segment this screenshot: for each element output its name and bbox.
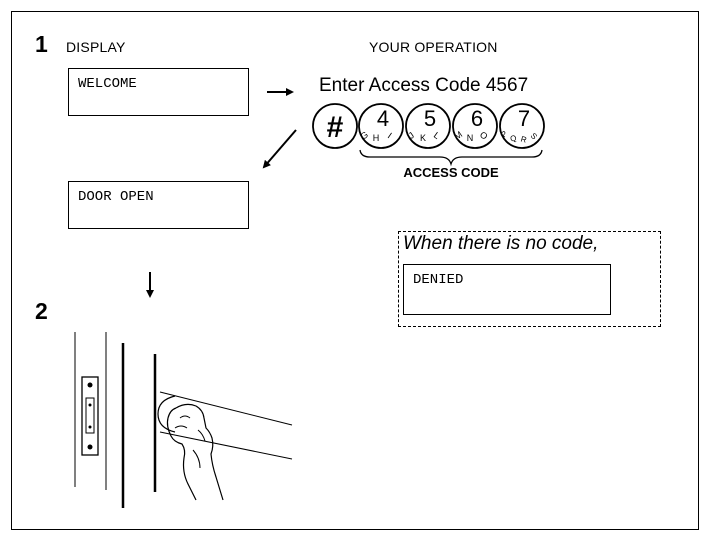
access-code-label: ACCESS CODE: [403, 165, 499, 180]
svg-text:5: 5: [424, 106, 436, 131]
svg-text:H: H: [373, 133, 380, 143]
svg-text:R: R: [520, 134, 528, 144]
no-code-note-box: [398, 231, 661, 327]
step-1-number: 1: [35, 31, 48, 57]
strike-plate-icon: [81, 376, 99, 456]
svg-text:P: P: [499, 129, 509, 139]
svg-text:J: J: [407, 130, 416, 141]
diagonal-arrow: [262, 129, 297, 169]
svg-text:G: G: [359, 129, 370, 141]
svg-text:L: L: [432, 130, 442, 141]
no-code-note-text: When there is no code,: [403, 233, 599, 254]
display-header: DISPLAY: [66, 39, 126, 55]
key-6-icon: 6 M N O: [452, 103, 498, 149]
svg-text:N: N: [467, 133, 474, 143]
key-7-icon: 7 P Q R S: [499, 103, 545, 149]
svg-text:K: K: [420, 133, 426, 143]
step-2-number: 2: [35, 298, 48, 324]
operation-header: YOUR OPERATION: [369, 39, 498, 55]
key-4-icon: 4 G H I: [358, 103, 404, 149]
display-denied-text: DENIED: [413, 272, 464, 288]
svg-text:S: S: [529, 131, 539, 141]
svg-text:7: 7: [518, 106, 530, 131]
svg-text:6: 6: [471, 106, 483, 131]
svg-text:M: M: [452, 129, 464, 141]
svg-text:#: #: [327, 111, 344, 144]
display-door-open: DOOR OPEN: [68, 181, 249, 229]
display-welcome-text: WELCOME: [78, 76, 137, 92]
key-5-icon: 5 J K L: [405, 103, 451, 149]
diagram-frame: [11, 11, 699, 530]
display-denied: DENIED: [403, 264, 611, 315]
svg-text:O: O: [478, 129, 489, 141]
svg-text:I: I: [386, 131, 394, 141]
door-handle-icon: [157, 391, 293, 460]
access-code-brace: [359, 149, 543, 167]
svg-text:4: 4: [377, 106, 389, 131]
svg-text:Q: Q: [509, 133, 517, 143]
hash-key-icon: #: [312, 103, 358, 149]
display-door-open-text: DOOR OPEN: [78, 189, 154, 205]
display-welcome: WELCOME: [68, 68, 249, 116]
instruction-text: Enter Access Code 4567: [319, 75, 529, 96]
hand-icon: [166, 403, 224, 501]
